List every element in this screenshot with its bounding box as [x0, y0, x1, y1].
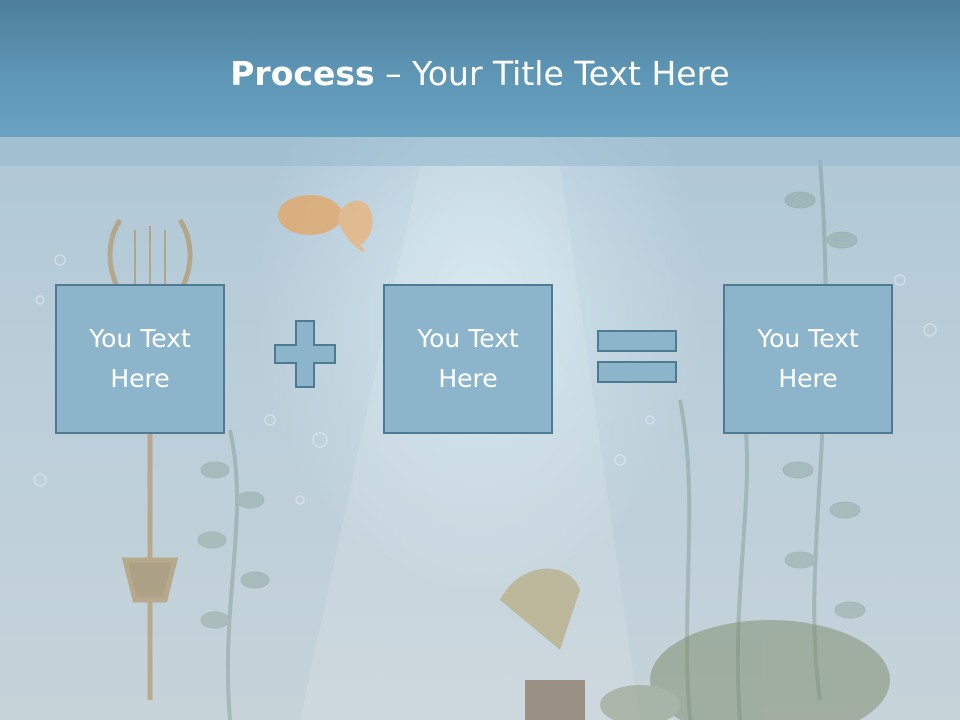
process-box-2-text: You Text Here: [417, 324, 519, 393]
title-rest: – Your Title Text Here: [374, 54, 730, 93]
process-box-1[interactable]: You Text Here: [55, 284, 225, 434]
title-bold: Process: [230, 54, 375, 93]
gramophone-illustration: [500, 568, 585, 720]
process-box-1-text: You Text Here: [89, 324, 191, 393]
title-bar: [0, 0, 960, 137]
slide-title: Process – Your Title Text Here: [0, 52, 960, 96]
turtle-illustration: [600, 620, 890, 720]
equals-icon: [597, 330, 677, 383]
process-box-3-text: You Text Here: [757, 324, 859, 393]
plus-icon: [274, 320, 336, 388]
title-bar-strip: [0, 137, 960, 166]
process-box-3[interactable]: You Text Here: [723, 284, 893, 434]
process-box-2[interactable]: You Text Here: [383, 284, 553, 434]
seaweed-left: [197, 429, 270, 720]
goldfish-illustration: [278, 195, 373, 252]
